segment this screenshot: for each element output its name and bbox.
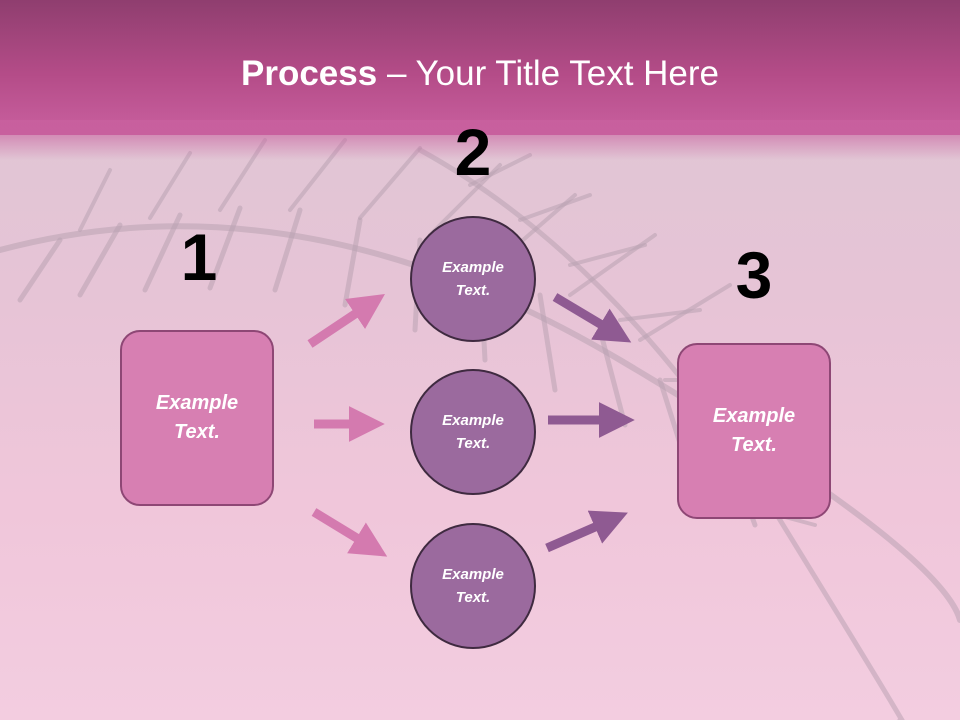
step-number-1: 1 xyxy=(180,220,218,294)
step-3-box[interactable]: Example Text. xyxy=(677,343,831,519)
circle-middle-label: Example Text. xyxy=(442,412,504,452)
arrow-box1-to-circle-bottom xyxy=(311,508,388,557)
title-bar xyxy=(0,0,960,135)
slide-title: Process – Your Title Text Here xyxy=(0,52,960,96)
step-2-circle-bottom[interactable]: Example Text. xyxy=(410,523,536,649)
circle-bottom-label: Example Text. xyxy=(442,566,504,606)
step-2-circle-middle[interactable]: Example Text. xyxy=(410,369,536,495)
step-number-2: 2 xyxy=(454,115,492,189)
title-bar-fade xyxy=(0,120,960,160)
step-3-label: Example Text. xyxy=(712,405,796,456)
title-bold: Process xyxy=(241,54,378,93)
title-rest: – Your Title Text Here xyxy=(377,54,719,93)
step-1-box[interactable]: Example Text. xyxy=(120,330,274,506)
step-1-label: Example Text. xyxy=(155,392,239,443)
step-number-3: 3 xyxy=(735,238,773,312)
step-2-circle-top[interactable]: Example Text. xyxy=(410,216,536,342)
circle-top-label: Example Text. xyxy=(442,259,504,299)
arrow-circle-top-to-box3 xyxy=(552,293,632,343)
arrow-circle-bottom-to-box3 xyxy=(545,510,628,553)
arrow-box1-to-circle-top xyxy=(307,294,385,348)
